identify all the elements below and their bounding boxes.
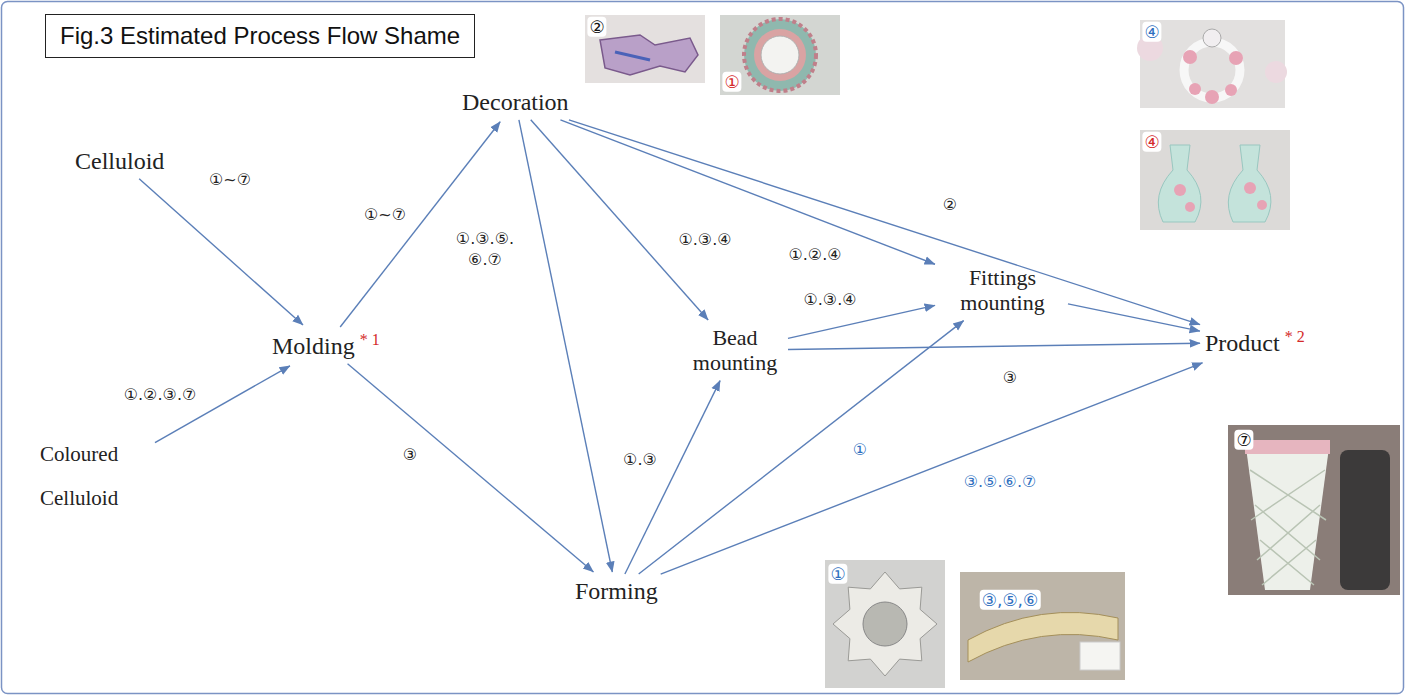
edge-label: ①.③.⑤. ⑥.⑦ — [445, 228, 525, 272]
callout-number: ① — [828, 564, 847, 584]
photo-dog-brooch — [585, 15, 705, 83]
flow-arrow — [139, 179, 303, 325]
callout-number: ② — [587, 17, 606, 37]
process-step: Coloured Celluloid — [40, 432, 152, 520]
rose-dot — [1189, 83, 1201, 95]
photo-band — [960, 572, 1125, 680]
flow-arrow — [531, 120, 708, 320]
process-step: Product * 2 — [1205, 327, 1305, 358]
ornate-ring — [744, 19, 816, 91]
photo-lattice-vase — [1228, 425, 1400, 595]
ring-shape — [1184, 42, 1240, 98]
connector-group — [139, 120, 1202, 574]
step-name: Forming — [575, 578, 658, 604]
process-step: Bead mounting — [685, 325, 785, 376]
tag-shape — [1080, 642, 1120, 670]
step-name: Celluloid — [75, 148, 164, 174]
callout-number: ③,⑤,⑥ — [980, 590, 1041, 610]
inner-ring — [754, 29, 806, 81]
edge-label: ① — [850, 439, 870, 462]
step-name: Product — [1205, 330, 1280, 356]
step-name: Coloured Celluloid — [40, 442, 118, 510]
rose-band — [1245, 440, 1330, 454]
photo-ground — [720, 15, 840, 95]
edge-label: ③ — [1000, 367, 1020, 390]
dog-shape — [600, 35, 698, 75]
callout-number: ⑦ — [1234, 430, 1253, 450]
rose-dot — [1225, 84, 1237, 96]
edge-label: ①.②.③.⑦ — [121, 384, 200, 407]
flow-arrow — [639, 321, 964, 574]
edge-label: ①.③.④ — [800, 289, 859, 312]
top-flower — [1203, 29, 1221, 47]
flow-arrow — [348, 364, 594, 572]
edge-label: ①.③.④ — [675, 229, 734, 252]
edge-label: ③.⑤.⑥.⑦ — [961, 471, 1040, 494]
flow-arrow — [788, 343, 1200, 349]
edge-label: ①~⑦ — [206, 169, 254, 192]
photo-ground — [960, 572, 1125, 680]
center-stone — [863, 602, 907, 646]
figure-title: Fig.3 Estimated Process Flow Shame — [60, 22, 460, 49]
photo-ground — [825, 560, 945, 688]
edge-label: ①.②.④ — [785, 244, 844, 267]
rose-dot — [1185, 202, 1195, 212]
edge-label: ③ — [400, 444, 420, 467]
edge-label: ①.③ — [620, 449, 660, 472]
rose-dot — [1229, 51, 1243, 65]
rose-dot — [1205, 90, 1219, 104]
rose-dot — [1257, 200, 1267, 210]
step-name: Molding — [272, 333, 355, 359]
edge-label: ② — [940, 194, 960, 217]
note-mark: * 1 — [360, 331, 380, 348]
callout-number: ① — [722, 72, 741, 92]
lattice-lines — [1250, 470, 1326, 585]
title-frame: Fig.3 Estimated Process Flow Shame — [45, 14, 475, 58]
process-step: Fittings mounting — [940, 265, 1065, 316]
photo-flower-ring — [1137, 20, 1287, 108]
photo-sun-brooch — [825, 560, 945, 688]
flow-arrow — [661, 363, 1203, 574]
ribbon-stroke — [615, 52, 650, 60]
process-step: Celluloid — [75, 147, 164, 176]
callout-number: ④ — [1142, 132, 1161, 152]
cone-vase — [1245, 440, 1330, 590]
vase-shape — [1158, 145, 1201, 222]
flow-arrow — [569, 120, 1200, 325]
side-ornament — [1265, 61, 1287, 83]
process-step: Molding * 1 — [272, 330, 380, 361]
photo-ground — [1228, 425, 1400, 595]
flow-arrow — [1068, 304, 1200, 331]
photo-ground — [1140, 130, 1290, 230]
flow-arrow — [560, 120, 935, 264]
process-step: Decoration — [462, 88, 569, 117]
sun-shape — [833, 572, 937, 676]
flow-arrow — [519, 120, 612, 572]
step-name: Decoration — [462, 89, 569, 115]
flow-arrow — [625, 381, 720, 574]
process-step: Forming — [575, 577, 658, 606]
rose-dot — [1244, 182, 1256, 194]
photo-ground — [1140, 20, 1285, 108]
edge-label: ①~⑦ — [361, 204, 409, 227]
mirror-disc — [761, 36, 799, 74]
step-name: Bead mounting — [693, 325, 777, 375]
photo-vase-pair — [1140, 130, 1290, 230]
callout-number: ④ — [1142, 22, 1161, 42]
rose-dot — [1174, 184, 1186, 196]
flow-arrow — [340, 122, 500, 327]
vase-shape — [1228, 145, 1271, 222]
rose-dot — [1183, 50, 1197, 64]
photo-ground — [585, 15, 705, 83]
photo-mirror-frame — [720, 15, 840, 95]
step-name: Fittings mounting — [960, 265, 1044, 315]
note-mark: * 2 — [1285, 328, 1305, 345]
dark-vase — [1340, 450, 1390, 590]
